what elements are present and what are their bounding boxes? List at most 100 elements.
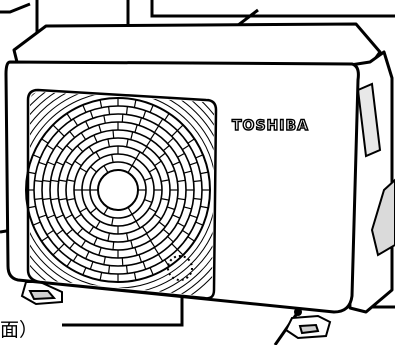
- grille-spoke: [66, 113, 72, 121]
- grille-spoke: [167, 236, 174, 243]
- grille-spoke: [112, 130, 115, 139]
- grille-spoke: [74, 160, 82, 167]
- grille-spoke: [38, 161, 47, 166]
- grille-spoke: [172, 214, 181, 219]
- grille-spoke: [157, 118, 164, 126]
- grille-spoke: [107, 233, 110, 242]
- grille-spoke: [144, 177, 153, 181]
- grille-spoke: [80, 132, 87, 140]
- grille-spoke: [72, 254, 79, 262]
- grille-spoke: [145, 139, 152, 147]
- service-valve-cover: [370, 178, 395, 257]
- grille-spoke: [177, 152, 185, 158]
- grille-spoke: [76, 145, 84, 153]
- callout-box-top: [150, 0, 395, 18]
- grille-spoke: [99, 272, 103, 281]
- grille-spoke: [187, 236, 195, 242]
- grille-spoke: [98, 124, 102, 133]
- grille-spoke: [148, 207, 157, 213]
- grille-spoke: [34, 180, 43, 183]
- rear-intake-marker: [167, 255, 193, 281]
- grille-spoke: [27, 205, 36, 209]
- grille-spoke: [189, 214, 198, 219]
- grille-spoke: [95, 151, 101, 160]
- grille-spoke: [34, 197, 43, 200]
- grille-spoke: [154, 213, 162, 220]
- grille-spoke: [161, 198, 170, 201]
- grille-spoke: [93, 237, 98, 246]
- grille-spoke: [134, 247, 138, 256]
- grille-spoke: [162, 228, 170, 235]
- grille-spoke: [153, 247, 160, 255]
- grille-spoke: [154, 160, 162, 167]
- grille-spoke: [58, 179, 67, 182]
- grille-spoke: [121, 257, 124, 266]
- grille-spoke: [103, 256, 106, 265]
- grille-spoke: [108, 265, 111, 274]
- grille-spoke: [125, 265, 128, 274]
- grille-spoke: [177, 197, 186, 201]
- grille-spoke: [148, 167, 157, 173]
- grille-spoke: [161, 179, 170, 182]
- grille-spoke: [138, 117, 143, 126]
- foot-left-pad: [28, 290, 57, 301]
- grille-spoke: [27, 171, 36, 175]
- grille-spoke: [193, 197, 202, 200]
- grille-spoke: [38, 214, 47, 219]
- grille-spoke: [131, 213, 137, 222]
- grille-spoke: [66, 228, 74, 235]
- grille-spoke: [52, 248, 60, 256]
- grille-spoke: [89, 110, 94, 119]
- grille-spoke: [46, 229, 54, 236]
- grille-spoke: [88, 226, 95, 234]
- caption-fragment: 面）: [0, 319, 39, 341]
- grille-spoke: [58, 130, 65, 137]
- grille-spoke: [153, 125, 160, 133]
- grille-spoke: [90, 166, 97, 173]
- brand-logo: TOSHIBA: [232, 118, 309, 134]
- grille-spoke: [41, 236, 49, 242]
- grille-spoke: [171, 130, 178, 137]
- grille-spoke: [55, 161, 64, 166]
- grille-spoke: [42, 179, 51, 183]
- grille-spoke: [66, 145, 74, 152]
- grille-spoke: [111, 154, 114, 163]
- grille-spoke: [50, 179, 59, 183]
- grille-spoke: [164, 113, 170, 121]
- grille-spoke: [55, 214, 64, 219]
- grille-spoke: [200, 205, 209, 209]
- grille-spoke: [126, 233, 129, 242]
- grille-spoke: [144, 199, 153, 203]
- grille-spoke: [47, 161, 56, 166]
- grille-spoke: [80, 240, 87, 248]
- grille-spoke: [95, 220, 101, 229]
- grille-spoke: [135, 220, 141, 229]
- grille-spoke: [88, 146, 95, 154]
- grille-spoke: [79, 207, 88, 213]
- grille-spoke: [149, 267, 154, 276]
- grille-spoke: [32, 221, 41, 226]
- grille-spoke: [90, 207, 97, 214]
- grille-spoke: [32, 154, 41, 159]
- grille-spoke: [103, 206, 109, 215]
- grille-spoke: [76, 227, 84, 235]
- grille-spoke: [187, 138, 195, 144]
- grille-spoke: [85, 120, 90, 129]
- grille-spoke: [157, 254, 164, 262]
- grille-spoke: [41, 138, 49, 144]
- grille-spoke: [142, 261, 147, 270]
- grille-spoke: [138, 254, 143, 263]
- grille-spoke: [85, 251, 90, 260]
- unit-feet: [20, 281, 332, 340]
- grille-spoke: [195, 221, 204, 226]
- grille-spoke: [42, 197, 51, 201]
- grille-spoke: [149, 104, 154, 113]
- grille-spoke: [89, 261, 94, 270]
- grille-spoke: [176, 248, 184, 256]
- grille-spoke: [66, 259, 72, 267]
- grille-spoke: [182, 229, 190, 236]
- fan-grille-spokes: [26, 98, 210, 282]
- grille-spoke: [74, 213, 82, 220]
